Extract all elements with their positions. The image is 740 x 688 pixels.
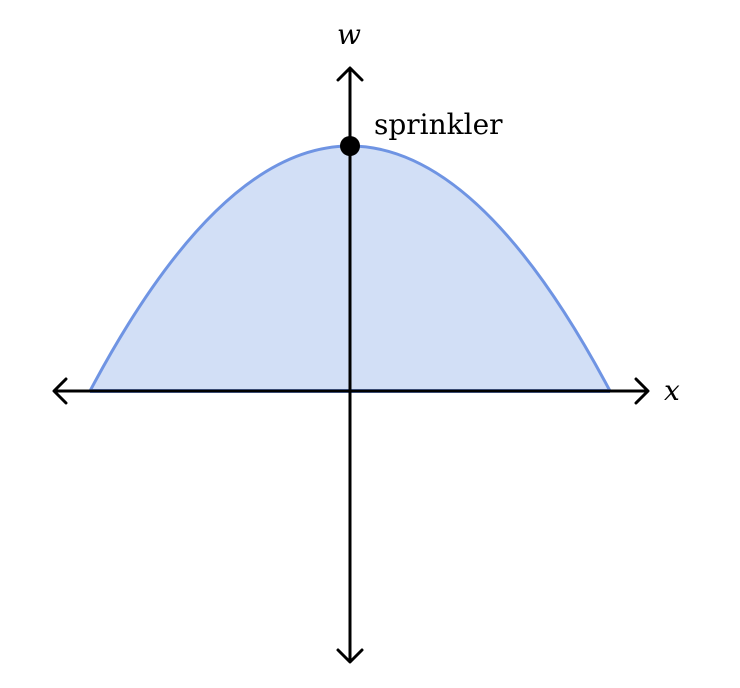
x-axis-left-arrow-icon [52, 377, 68, 405]
w-axis-label: w [337, 18, 361, 51]
w-axis-down-arrow-icon [336, 648, 364, 664]
x-axis-label: x [664, 374, 680, 407]
w-axis-up-arrow-icon [336, 66, 364, 82]
x-axis-right-arrow-icon [634, 377, 650, 405]
sprinkler-label: sprinkler [374, 108, 503, 141]
sprinkler-point [340, 136, 360, 156]
